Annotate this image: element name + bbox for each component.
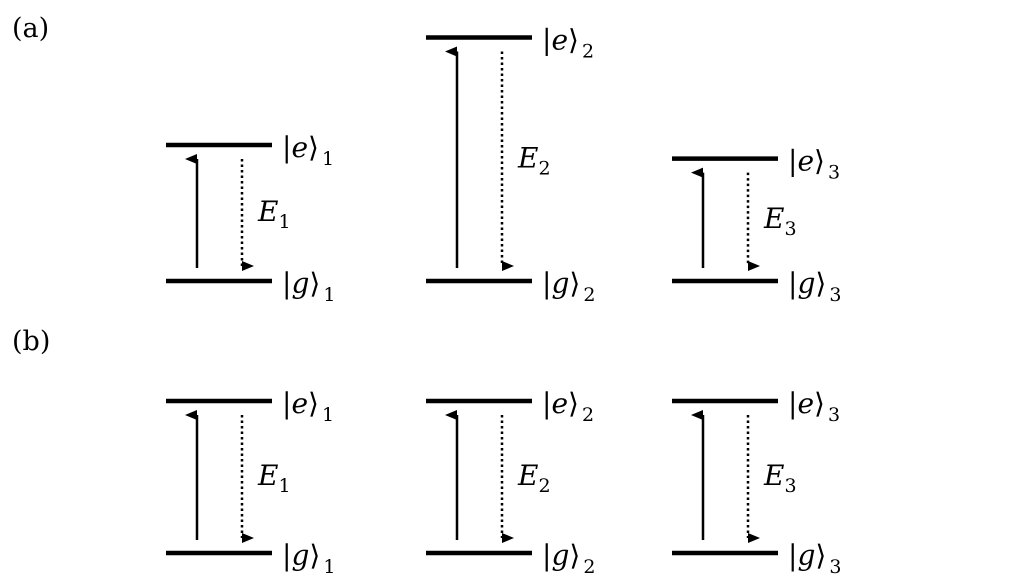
panel-label-b: (b) <box>12 326 50 357</box>
energy-label: E2 <box>517 141 551 179</box>
panel-label-a: (a) <box>12 13 49 44</box>
ground-state-label: |g⟩3 <box>788 267 841 306</box>
energy-label: E1 <box>257 459 291 497</box>
excited-state-label: |e⟩1 <box>282 131 334 170</box>
excited-state-label: |e⟩3 <box>788 387 840 426</box>
excited-state-label: |e⟩1 <box>282 387 334 426</box>
energy-label: E2 <box>517 459 551 497</box>
ground-state-label: |g⟩1 <box>282 267 335 306</box>
excited-state-label: |e⟩2 <box>542 387 594 426</box>
ground-state-label: |g⟩2 <box>542 267 595 306</box>
ground-state-label: |g⟩2 <box>542 539 595 578</box>
energy-label: E3 <box>763 459 797 497</box>
energy-label: E3 <box>763 202 797 240</box>
ground-state-label: |g⟩1 <box>282 539 335 578</box>
excited-state-label: |e⟩3 <box>788 145 840 184</box>
ground-state-label: |g⟩3 <box>788 539 841 578</box>
energy-label: E1 <box>257 195 291 233</box>
excited-state-label: |e⟩2 <box>542 24 594 63</box>
